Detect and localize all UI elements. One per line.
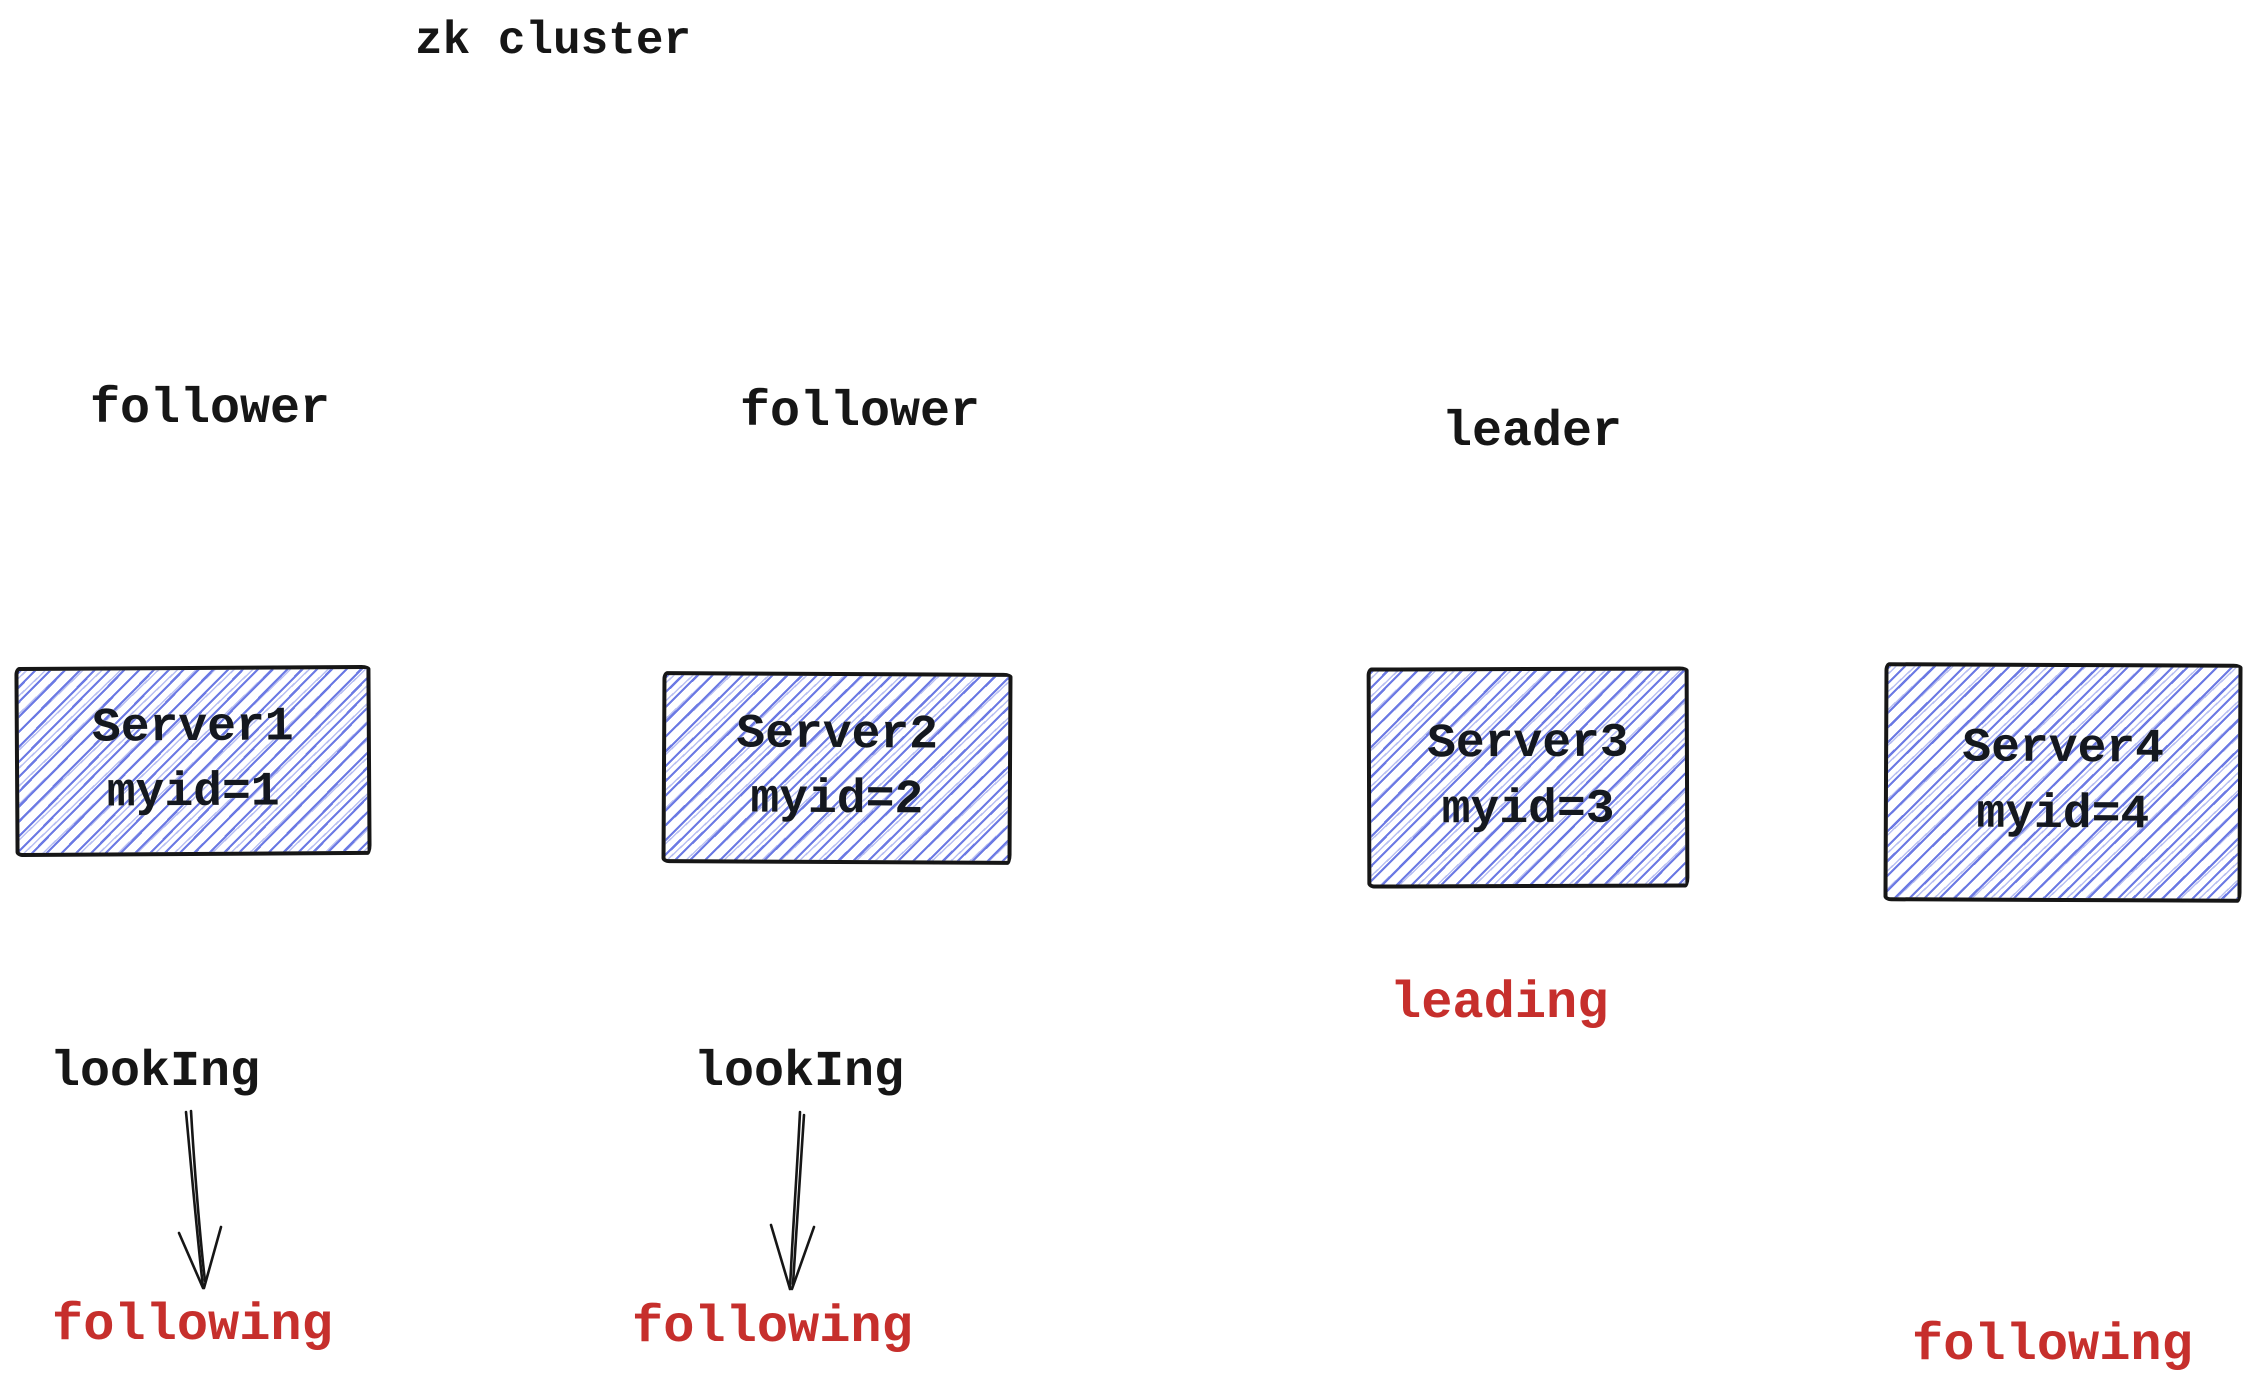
server3-myid: myid=3 <box>1441 782 1615 837</box>
server2-name: Server2 <box>736 707 939 763</box>
role-label-leader: leader <box>1442 404 1623 461</box>
server1-box: Server1 myid=1 <box>14 664 372 858</box>
server3-box: Server3 myid=3 <box>1366 666 1690 889</box>
server3-name: Server3 <box>1426 716 1629 772</box>
state-following-1: following <box>52 1296 333 1355</box>
role-label-follower-2: follower <box>740 384 981 441</box>
server4-box: Server4 myid=4 <box>1883 662 2243 903</box>
state-looking-2: lookIng <box>694 1044 905 1101</box>
state-following-2: following <box>632 1298 913 1357</box>
server4-name: Server4 <box>1962 721 2165 777</box>
server2-box: Server2 myid=2 <box>661 671 1013 865</box>
arrow-looking-to-following-1 <box>177 1109 223 1290</box>
server4-myid: myid=4 <box>1976 787 2150 842</box>
arrow-looking-to-following-2 <box>769 1110 816 1291</box>
state-following-3: following <box>1912 1316 2193 1375</box>
server1-myid: myid=1 <box>106 765 280 821</box>
diagram-title: zk cluster <box>415 15 692 67</box>
role-label-follower-1: follower <box>90 381 331 438</box>
server2-myid: myid=2 <box>750 772 924 828</box>
state-looking-1: lookIng <box>50 1044 261 1101</box>
server1-name: Server1 <box>91 700 294 756</box>
state-leading: leading <box>1390 974 1609 1033</box>
